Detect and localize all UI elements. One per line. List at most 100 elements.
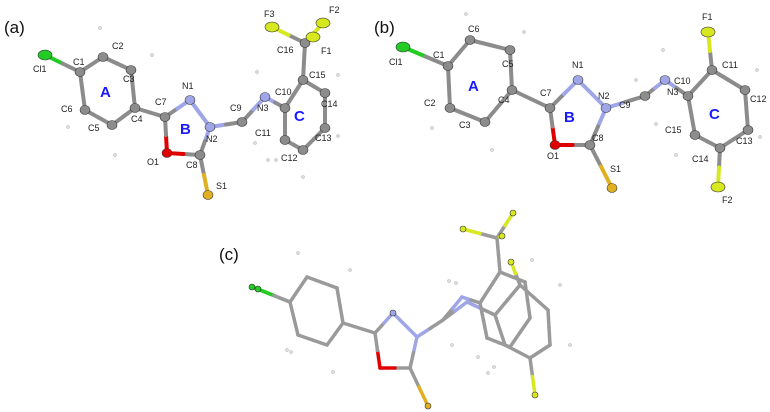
atom-c12 <box>739 85 751 95</box>
overlay-atom <box>424 402 432 410</box>
overlay-bond <box>408 350 416 370</box>
atom-label: N2 <box>598 91 610 101</box>
atom-label: C6 <box>61 104 73 114</box>
atom-c15 <box>689 130 701 140</box>
atom-n2 <box>204 122 216 132</box>
panel-label-c: (c) <box>219 245 239 264</box>
overlay-bond <box>528 349 542 360</box>
atom-label: C10 <box>275 87 292 97</box>
atom-label: C9 <box>230 103 242 113</box>
overlay-bond <box>338 303 345 325</box>
hydrogen-atom <box>113 153 117 157</box>
overlay-atom <box>248 283 256 291</box>
hydrogen-atom <box>758 135 762 139</box>
overlay-bond <box>528 356 535 379</box>
atom-c14 <box>319 88 331 98</box>
hydrogen-atom <box>755 68 759 72</box>
overlay-bond <box>408 366 421 389</box>
overlay-bond <box>450 295 464 311</box>
atom-f2 <box>710 181 726 193</box>
overlay-atom <box>389 309 397 317</box>
atom-label: C4 <box>131 114 143 124</box>
atom-label: C8 <box>186 160 198 170</box>
atom-c2 <box>444 103 456 113</box>
atom-c6 <box>464 35 476 45</box>
overlay-bond <box>518 316 532 335</box>
atom-label: N3 <box>667 87 679 97</box>
atom-s1 <box>606 183 618 193</box>
overlay-bond <box>478 301 486 323</box>
ring-label-c: C <box>294 108 305 125</box>
atom-c16 <box>299 38 311 48</box>
atom-label: O1 <box>547 151 559 161</box>
atom-n1 <box>572 75 584 85</box>
hydrogen-atom <box>253 141 257 145</box>
overlay-bond <box>441 309 457 322</box>
overlay-bond <box>296 275 309 292</box>
overlay-atom <box>254 285 262 293</box>
overlay-bond <box>478 285 492 305</box>
atom-c8 <box>194 150 206 160</box>
hydrogen-atom <box>558 283 562 287</box>
overlay-bond <box>375 348 382 370</box>
atom-label: F3 <box>264 9 275 19</box>
atom-n1 <box>184 95 196 105</box>
overlay-bond <box>417 385 430 408</box>
atom-label: N1 <box>182 81 194 91</box>
atom-c13 <box>319 123 331 133</box>
atom-cl1 <box>395 41 411 53</box>
overlay-bond <box>485 336 501 345</box>
overlay-bond <box>415 326 432 339</box>
ring-label-b: B <box>564 109 575 126</box>
overlay-bond <box>320 280 339 290</box>
atom-label: C5 <box>502 59 514 69</box>
hydrogen-atom <box>266 158 270 162</box>
overlay-bond <box>288 300 296 321</box>
atom-n2 <box>600 103 612 113</box>
atom-label: C7 <box>540 88 552 98</box>
atom-label: C7 <box>155 97 167 107</box>
atom-label: C14 <box>692 154 709 164</box>
atom-n3 <box>659 75 671 85</box>
overlay-bond <box>296 333 315 342</box>
overlay-bond <box>532 295 550 312</box>
atom-c7 <box>159 112 171 122</box>
overlay-bond <box>411 335 419 355</box>
overlay-bond <box>488 270 502 290</box>
hydrogen-atom <box>654 122 658 126</box>
overlay-atom <box>459 225 467 233</box>
atom-f1 <box>700 26 716 38</box>
overlay-bond <box>498 328 507 347</box>
atom-c1 <box>442 61 454 71</box>
atom-c11 <box>706 65 718 75</box>
atom-c5 <box>106 120 118 130</box>
overlay-bond <box>341 321 361 330</box>
atom-label: C16 <box>277 45 294 55</box>
overlay-bond <box>479 306 497 317</box>
panel-label-a: (a) <box>4 18 25 37</box>
overlay-atom <box>531 391 539 399</box>
overlay-bond <box>272 293 292 304</box>
overlay-bond <box>403 323 419 339</box>
atom-label: F2 <box>329 5 340 15</box>
overlay-bond <box>495 236 501 257</box>
atom-label: C13 <box>736 136 753 146</box>
overlay-bond <box>525 298 532 320</box>
overlay-bond <box>373 321 386 335</box>
atom-c10 <box>682 91 694 101</box>
hydrogen-atom <box>66 125 70 129</box>
atom-c4 <box>506 85 518 95</box>
overlay-bond <box>288 287 301 304</box>
overlay-atom <box>498 232 506 240</box>
hydrogen-atom <box>634 78 638 82</box>
atom-o1 <box>549 140 561 150</box>
overlay-bond <box>373 331 380 353</box>
atom-label: N1 <box>572 60 584 70</box>
atom-label: C3 <box>123 74 135 84</box>
atom-label: C12 <box>750 94 767 104</box>
overlay-bond <box>428 318 445 331</box>
hydrogen-atom <box>285 348 289 352</box>
ring-label-a: A <box>100 84 111 101</box>
overlay-bond <box>310 338 329 347</box>
